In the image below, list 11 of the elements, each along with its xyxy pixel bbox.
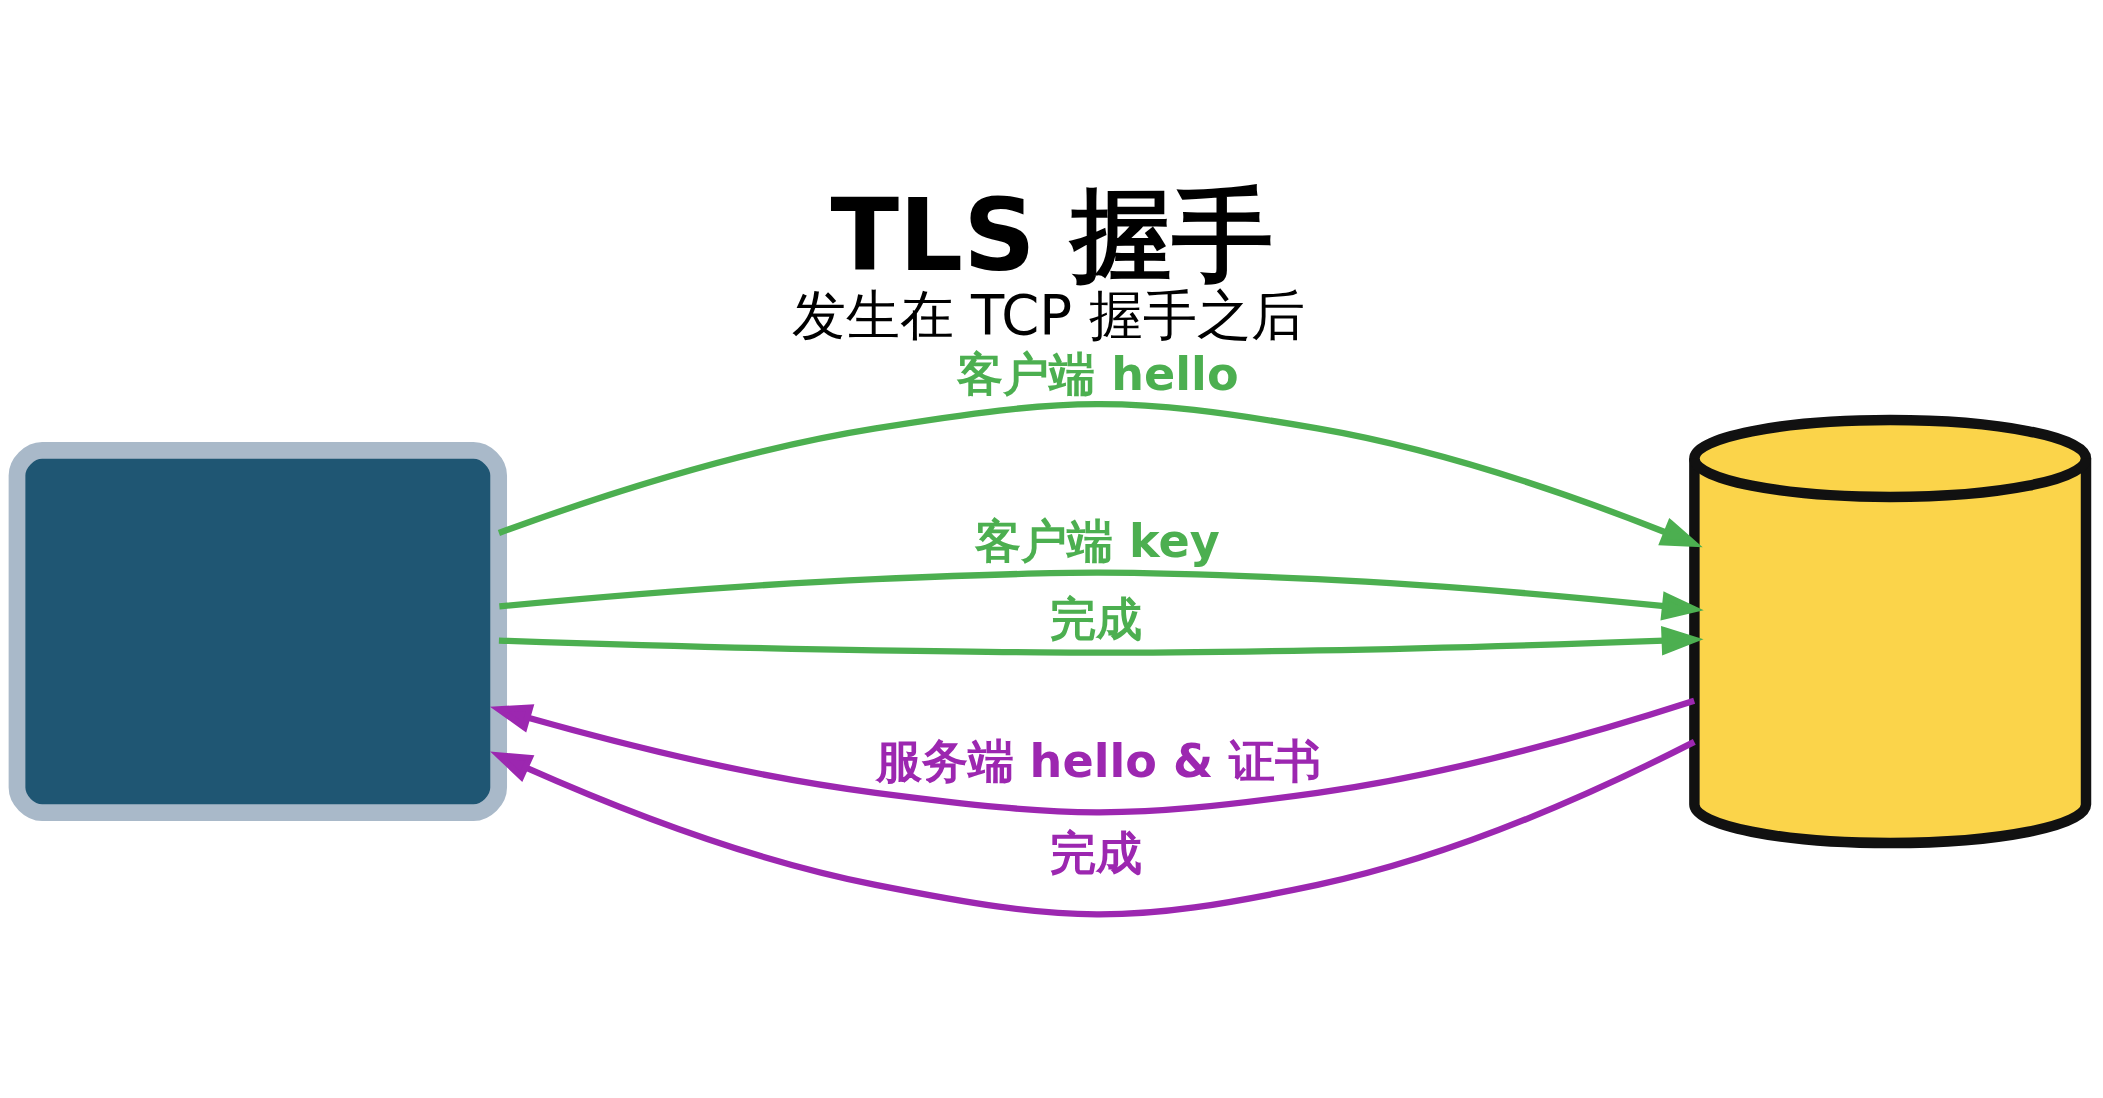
- arrow: [498, 626, 1704, 656]
- edge-label: 客户端 key: [975, 514, 1220, 569]
- edge-label: 完成: [1050, 826, 1143, 881]
- edge-label: 服务端 hello & 证书: [875, 734, 1322, 789]
- arrow: [490, 739, 1696, 918]
- arrow: [499, 569, 1704, 621]
- node-box: [8, 442, 508, 822]
- arrow: [489, 697, 1696, 816]
- arrow: [497, 401, 1703, 548]
- edge-label: 完成: [1050, 591, 1143, 646]
- edge-label: 客户端 hello: [957, 346, 1239, 401]
